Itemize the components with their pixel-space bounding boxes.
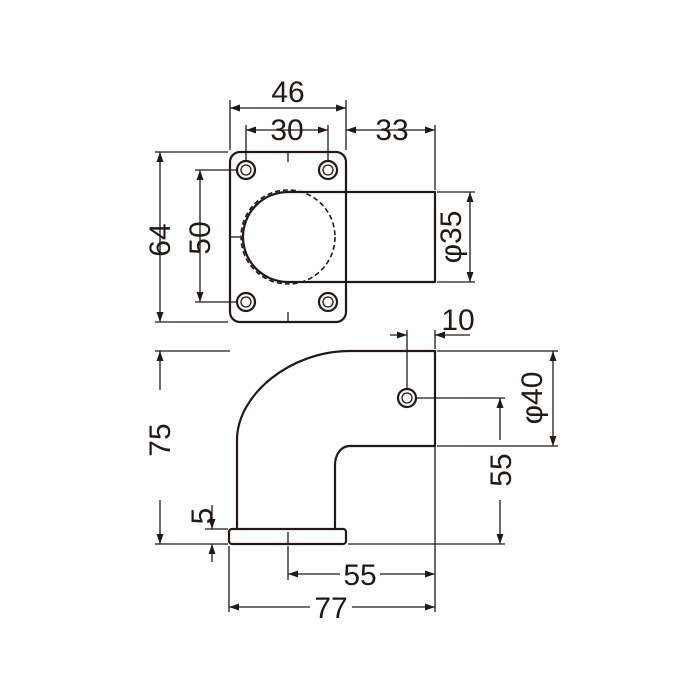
dim-hole-height-55: 55 xyxy=(485,453,518,486)
dim-tube-diameter-35: φ35 xyxy=(435,211,468,264)
side-view: 10 φ40 75 55 5 55 77 xyxy=(144,304,558,625)
tube-outline xyxy=(241,190,437,284)
dim-hole-pitch-50: 50 xyxy=(184,221,217,254)
mounting-hole-top-left xyxy=(235,159,257,181)
dim-hole-pitch-30: 30 xyxy=(270,114,303,147)
dim-base-to-end-55: 55 xyxy=(343,559,376,592)
top-view: 46 30 33 64 50 φ35 xyxy=(144,76,475,324)
elbow-outline xyxy=(235,349,437,529)
dim-pipe-diameter-40: φ40 xyxy=(516,372,549,425)
dim-tube-length-33: 33 xyxy=(375,114,408,147)
dim-total-height-75: 75 xyxy=(144,423,177,456)
dim-hole-offset-10: 10 xyxy=(441,304,474,337)
mounting-hole-bottom-left xyxy=(235,291,257,313)
side-screw-hole xyxy=(396,387,418,409)
dim-total-length-77: 77 xyxy=(314,592,347,625)
mounting-hole-top-right xyxy=(317,159,339,181)
dim-height-64: 64 xyxy=(144,223,177,256)
mounting-hole-bottom-right xyxy=(317,291,339,313)
dim-width-46: 46 xyxy=(271,76,304,109)
dim-flange-thickness-5: 5 xyxy=(186,508,219,525)
tube-bore-hidden xyxy=(240,189,336,285)
